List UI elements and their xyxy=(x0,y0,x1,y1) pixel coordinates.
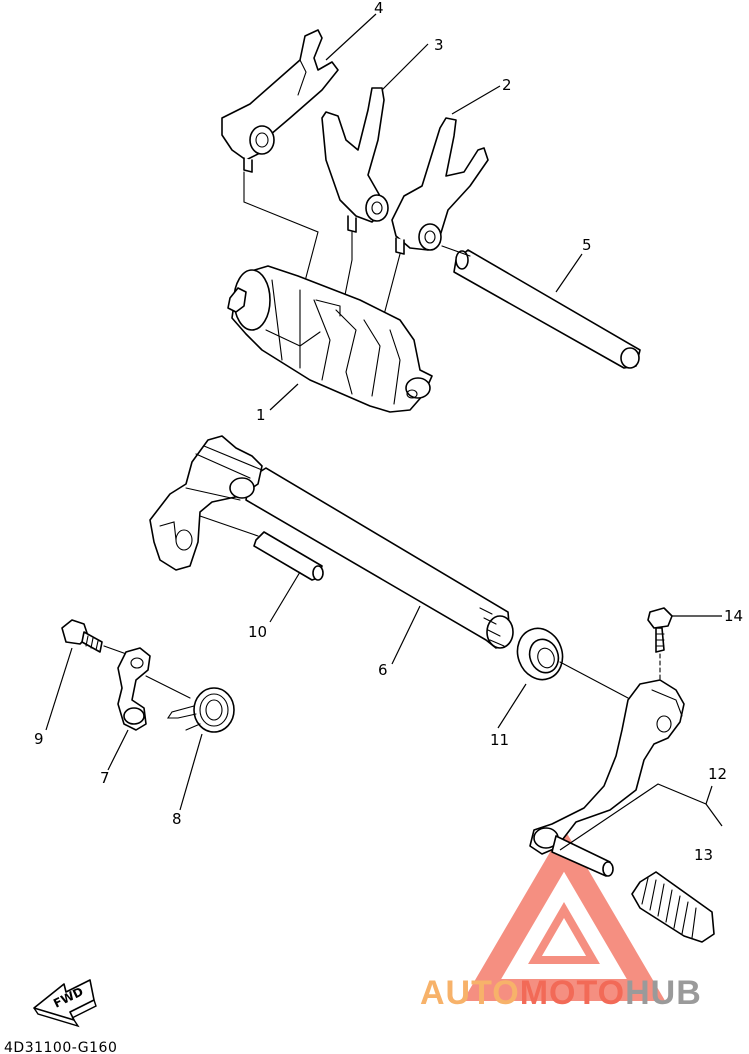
shift-fork-3 xyxy=(321,87,389,233)
label-part-13: 13 xyxy=(694,846,713,864)
bolt-9 xyxy=(61,619,103,653)
label-part-7: 7 xyxy=(100,769,110,787)
label-part-9: 9 xyxy=(34,730,44,748)
shift-fork-4 xyxy=(221,29,339,173)
shift-shaft-6 xyxy=(149,435,514,649)
label-part-5: 5 xyxy=(582,236,592,254)
label-part-3: 3 xyxy=(434,36,444,54)
label-part-14: 14 xyxy=(724,607,743,625)
label-part-10: 10 xyxy=(248,623,267,641)
drawing-code: 4D31100-G160 xyxy=(4,1040,117,1054)
watermark-moto: MOTO xyxy=(520,974,625,1012)
label-part-2: 2 xyxy=(502,76,512,94)
label-part-11: 11 xyxy=(490,731,509,749)
label-part-6: 6 xyxy=(378,661,388,679)
stopper-lever-7 xyxy=(117,647,151,731)
torsion-spring-8 xyxy=(166,687,235,733)
watermark-text: AUTOMOTOHUB xyxy=(420,974,702,1012)
pedal-rubber-13 xyxy=(631,871,715,943)
oil-seal-11 xyxy=(516,627,564,681)
shift-fork-2 xyxy=(391,117,489,255)
shift-pedal-12 xyxy=(529,679,685,877)
watermark-hub: HUB xyxy=(625,974,702,1012)
bolt-14 xyxy=(647,607,673,681)
label-part-12: 12 xyxy=(708,765,727,783)
pin-10 xyxy=(253,531,324,581)
watermark-logo xyxy=(462,828,666,1001)
label-part-4: 4 xyxy=(374,0,384,17)
fork-shaft-5 xyxy=(453,249,641,369)
shift-drum-1 xyxy=(227,265,433,413)
watermark-auto: AUTO xyxy=(420,974,520,1012)
label-part-8: 8 xyxy=(172,810,182,828)
label-part-1: 1 xyxy=(256,406,266,424)
fwd-arrow-icon: FWD xyxy=(33,979,97,1028)
